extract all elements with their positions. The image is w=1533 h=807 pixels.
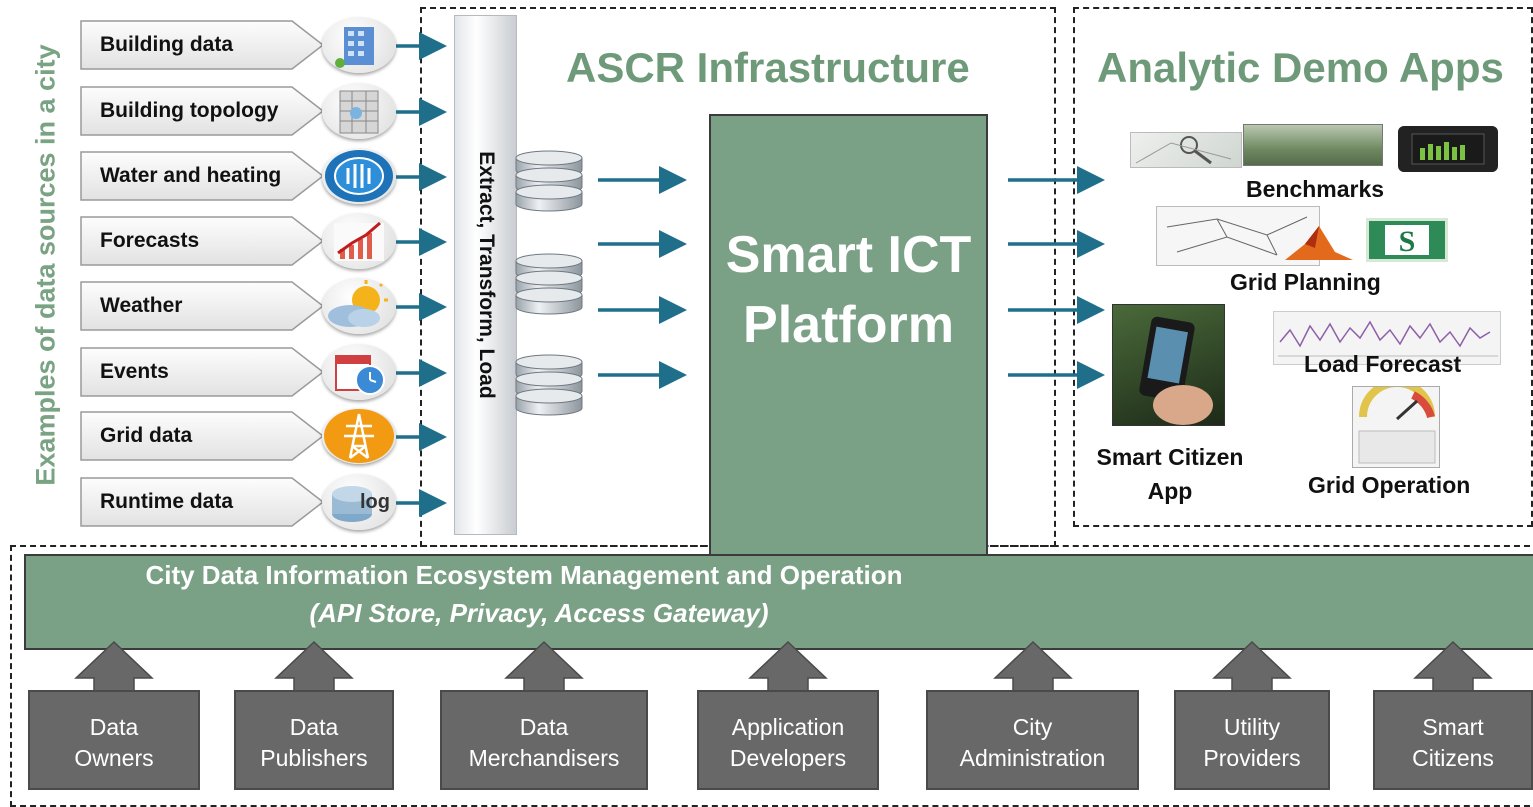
database-icon xyxy=(515,354,583,416)
ecosystem-subtitle: (API Store, Privacy, Access Gateway) xyxy=(309,598,769,628)
grid-operation-label: Grid Operation xyxy=(1308,472,1471,498)
stakeholder-line1: Data xyxy=(89,714,139,740)
source-label: Building topology xyxy=(100,99,279,122)
benchmarks-label: Benchmarks xyxy=(1246,176,1385,202)
database-icon xyxy=(515,253,583,315)
stakeholder-line1: City xyxy=(1012,714,1053,740)
grid-operation-gauge-thumbnail xyxy=(1352,379,1440,468)
load-forecast-chart-thumbnail xyxy=(1273,311,1501,365)
calendar-clock-icon xyxy=(322,344,396,400)
stakeholder-line2: Citizens xyxy=(1412,745,1494,771)
ecosystem-bar xyxy=(24,554,1533,650)
stakeholder-line1: Utility xyxy=(1223,714,1281,740)
stakeholder-line2: Merchandisers xyxy=(468,745,620,771)
benchmark-map-thumbnail xyxy=(1130,132,1242,168)
source-label: Water and heating xyxy=(100,164,282,187)
matlab-logo xyxy=(1285,222,1355,262)
data-source-row: Building topology xyxy=(80,86,325,136)
source-arrow-shape xyxy=(80,20,325,70)
infrastructure-title: ASCR Infrastructure xyxy=(566,44,970,91)
source-label: Weather xyxy=(100,294,183,317)
s-logo: S xyxy=(1366,218,1448,262)
data-source-row: Water and heating xyxy=(80,151,325,201)
data-source-row: Forecasts xyxy=(80,216,325,266)
weather-icon xyxy=(322,278,396,334)
stakeholder-line1: Data xyxy=(519,714,569,740)
apps-title: Analytic Demo Apps xyxy=(1097,44,1504,91)
stakeholder-line1: Smart xyxy=(1422,714,1484,740)
source-arrow-shape xyxy=(80,477,325,527)
stakeholder-line1: Data xyxy=(289,714,339,740)
data-source-row: Building data xyxy=(80,20,325,70)
power-tower-icon xyxy=(322,408,396,464)
stakeholder-line2: Developers xyxy=(729,745,847,771)
load-forecast-label: Load Forecast xyxy=(1304,351,1462,377)
benchmark-aerial-thumbnail xyxy=(1243,124,1383,166)
source-label: Grid data xyxy=(100,424,193,447)
source-label: Building data xyxy=(100,33,233,56)
platform-title: Smart ICT Platform xyxy=(725,226,972,354)
source-arrow-shape xyxy=(80,411,325,461)
source-label: Runtime data xyxy=(100,490,234,513)
source-arrow-shape xyxy=(80,281,325,331)
stakeholder-line2: Publishers xyxy=(260,745,368,771)
smart-citizen-phone-photo xyxy=(1112,304,1225,426)
data-source-row: Runtime data xyxy=(80,477,325,527)
smart-citizen-label: Smart Citizen App xyxy=(1096,444,1244,504)
smart-ict-platform-box xyxy=(709,114,988,584)
water-meter-icon xyxy=(322,148,396,204)
source-label: Forecasts xyxy=(100,229,200,252)
stakeholder-line1: Application xyxy=(731,714,845,740)
svg-text:S: S xyxy=(1399,225,1416,258)
grid-planning-label: Grid Planning xyxy=(1230,269,1381,295)
data-source-row: Events xyxy=(80,347,325,397)
source-arrow-shape xyxy=(80,86,325,136)
database-icon xyxy=(515,150,583,212)
stakeholder-line2: Owners xyxy=(74,745,154,771)
stakeholder-line2: Providers xyxy=(1203,745,1301,771)
source-label: Events xyxy=(100,360,169,383)
data-source-row: Grid data xyxy=(80,411,325,461)
svg-text:log: log xyxy=(360,491,390,513)
benchmark-phone-thumbnail xyxy=(1398,126,1498,172)
log-icon: log xyxy=(322,474,396,530)
stakeholder-line2: Administration xyxy=(959,745,1106,771)
ecosystem-title: City Data Information Ecosystem Manageme… xyxy=(145,560,903,590)
data-source-row: Weather xyxy=(80,281,325,331)
building-icon xyxy=(322,17,396,73)
forecast-chart-icon xyxy=(322,213,396,269)
building-topology-icon xyxy=(322,83,396,139)
source-arrow-shape xyxy=(80,216,325,266)
source-arrow-shape xyxy=(80,347,325,397)
apps-region-box xyxy=(1073,7,1533,527)
etl-bar: Extract, Transform, Load xyxy=(454,15,517,535)
source-arrow-shape xyxy=(80,151,325,201)
